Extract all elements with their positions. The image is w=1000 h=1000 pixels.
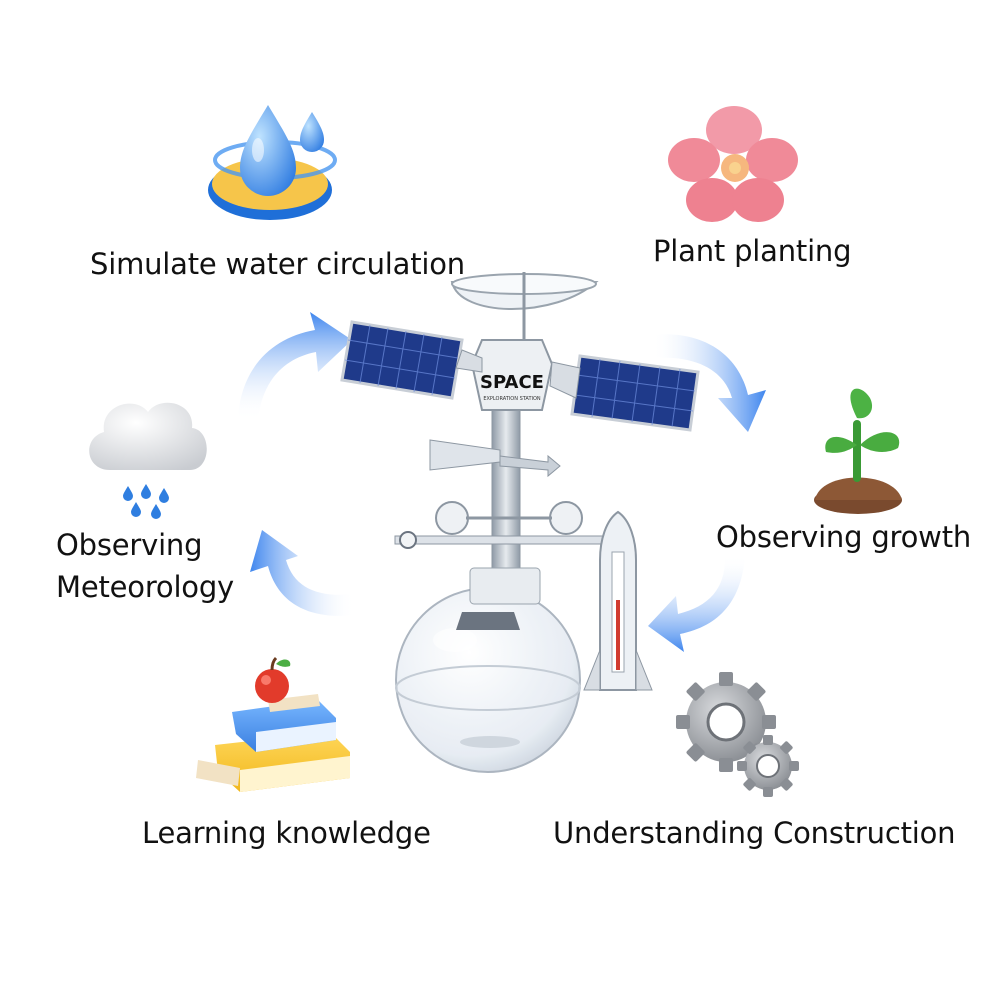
space-station-kit: SPACE EXPLORATION STATION xyxy=(340,272,700,773)
books-apple-icon xyxy=(196,656,350,792)
arrow-down-left-icon xyxy=(648,555,745,652)
sprout-icon xyxy=(814,388,902,514)
label-observing-meteorology-line1: Observing xyxy=(56,528,203,562)
label-observing-meteorology-line2: Meteorology xyxy=(56,570,235,604)
water-drop-icon xyxy=(208,105,337,220)
solar-panel-right xyxy=(549,354,700,432)
station-logo-text: SPACE xyxy=(480,372,544,393)
gears-icon xyxy=(676,672,799,797)
arrow-up-left-icon xyxy=(238,312,352,420)
label-understanding-construction: Understanding Construction xyxy=(553,816,956,850)
arrow-down-right-icon xyxy=(652,334,766,432)
flower-icon xyxy=(668,106,798,222)
label-plant-planting: Plant planting xyxy=(653,234,852,268)
label-observing-growth: Observing growth xyxy=(716,520,972,554)
label-simulate-water-circulation: Simulate water circulation xyxy=(90,247,465,281)
label-learning-knowledge: Learning knowledge xyxy=(142,816,431,850)
solar-panel-left xyxy=(340,320,483,400)
arrow-up-left-lower-icon xyxy=(250,530,355,616)
station-logo-subtext: EXPLORATION STATION xyxy=(483,396,541,402)
rocket-thermometer xyxy=(583,510,653,691)
rain-cloud-icon xyxy=(89,402,207,519)
